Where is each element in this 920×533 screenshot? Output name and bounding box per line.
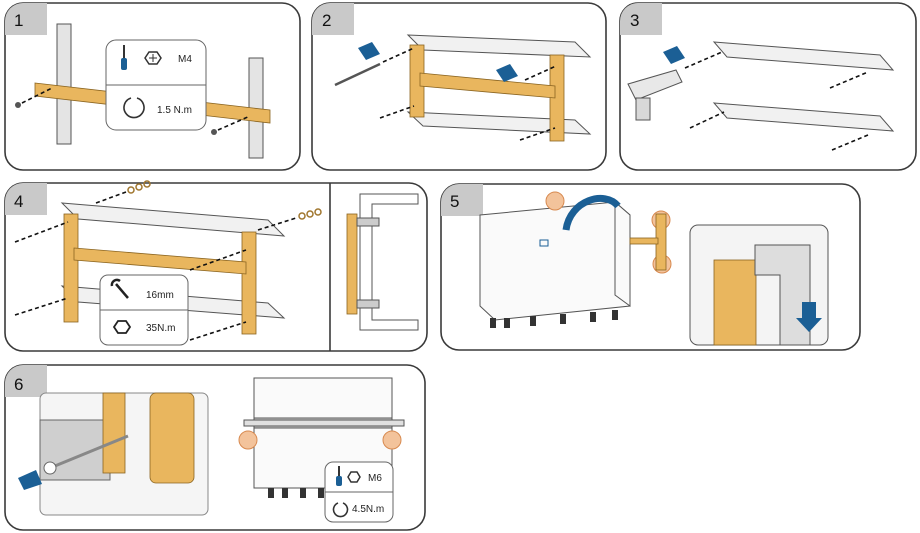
step-1-panel: 1 M4 1.5 N.m xyxy=(4,2,301,171)
inverter-device xyxy=(479,200,631,328)
screwdriver-icon xyxy=(336,466,342,486)
detail-zoom xyxy=(689,224,829,346)
drill-icon xyxy=(627,69,683,121)
bracket xyxy=(149,392,195,484)
arrow-icon xyxy=(562,194,621,231)
arrow-icon xyxy=(496,64,518,82)
bolt xyxy=(49,434,129,470)
wall-rail xyxy=(406,111,592,135)
wrench-icon xyxy=(110,278,129,299)
step-3-number: 3 xyxy=(630,11,639,30)
highlight-marker xyxy=(382,430,402,450)
step-4-number: 4 xyxy=(14,192,23,211)
step-5-number: 5 xyxy=(450,192,459,211)
arrow-icon xyxy=(796,302,822,332)
side-view-detail xyxy=(346,193,419,331)
bracket xyxy=(346,213,358,315)
terminals xyxy=(268,488,324,498)
torque-value: 35N.m xyxy=(146,323,175,334)
screwdriver-icon xyxy=(121,45,127,70)
wrench-size: 16mm xyxy=(146,290,174,301)
step-2-number: 2 xyxy=(322,11,331,30)
bracket xyxy=(241,231,257,335)
step-2-panel: 2 xyxy=(311,2,607,171)
bracket xyxy=(63,213,79,323)
arrow-icon xyxy=(358,42,380,60)
bracket xyxy=(549,54,565,142)
step-4-panel: 4 16mm 35N.m xyxy=(4,180,428,352)
step-6-panel: 6 M6 4 xyxy=(4,364,426,531)
bracket xyxy=(629,237,659,245)
terminals xyxy=(490,310,618,328)
rotate-icon xyxy=(332,502,349,518)
arrow-icon xyxy=(18,470,42,490)
nut-icon xyxy=(112,320,132,334)
torque-value: 1.5 N.m xyxy=(157,105,192,116)
screw-icon xyxy=(211,129,217,135)
detail-zoom xyxy=(18,392,209,516)
highlight-marker xyxy=(238,430,258,450)
bracket xyxy=(713,259,757,346)
nut-icon xyxy=(127,180,322,220)
torque-value: 4.5N.m xyxy=(352,504,384,515)
step-6-number: 6 xyxy=(14,375,23,394)
screw-icon xyxy=(15,102,21,108)
highlight-marker xyxy=(545,191,565,211)
post xyxy=(56,23,72,145)
bolt-size: M4 xyxy=(178,54,192,65)
rotate-icon xyxy=(123,97,145,119)
arrow-icon xyxy=(663,46,685,64)
bracket xyxy=(419,72,556,99)
bolt-size: M6 xyxy=(368,473,382,484)
marker-pen xyxy=(334,62,381,87)
bolt-icon xyxy=(144,51,162,65)
step-3-panel: 3 xyxy=(619,2,917,171)
bracket xyxy=(73,247,247,275)
bolt-icon xyxy=(347,471,361,483)
wall-rail xyxy=(712,41,895,71)
step-5-panel: 5 xyxy=(440,183,861,351)
bracket xyxy=(102,392,126,474)
step-1-number: 1 xyxy=(14,11,23,30)
